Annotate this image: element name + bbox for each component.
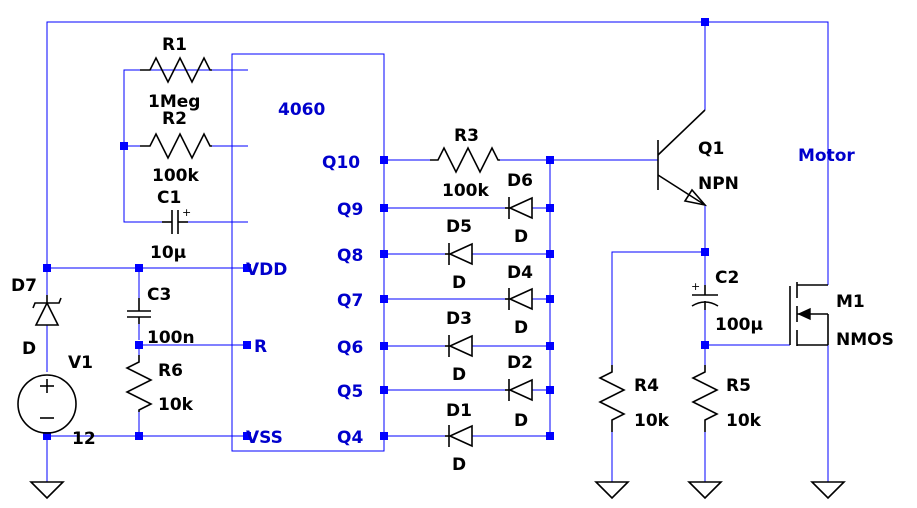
- svg-text:R6: R6: [158, 361, 183, 381]
- svg-text:NPN: NPN: [698, 174, 739, 194]
- capacitor-c1: + C1 10µ: [150, 188, 191, 263]
- capacitor-c2: + C2 100µ: [691, 268, 763, 335]
- svg-text:10µ: 10µ: [150, 243, 186, 263]
- svg-text:NMOS: NMOS: [836, 330, 894, 350]
- ic-4060: 4060 VDD R VSS Q10 Q9 Q8 Q7 Q6 Q5 Q4: [231, 53, 385, 452]
- ic-name: 4060: [278, 100, 325, 120]
- svg-text:D: D: [514, 318, 528, 338]
- ground-r5: [688, 451, 722, 499]
- svg-text:R1: R1: [162, 35, 187, 55]
- svg-text:100k: 100k: [442, 181, 489, 201]
- pin-vss-label: VSS: [246, 428, 283, 448]
- svg-text:M1: M1: [836, 292, 865, 312]
- diode-d4: D4 D: [505, 263, 533, 338]
- zener-d7: D7 D: [11, 276, 62, 359]
- ground-v1: [30, 451, 64, 499]
- ground-m1: [811, 451, 845, 499]
- pin-q8-label: Q8: [337, 246, 363, 266]
- svg-text:D5: D5: [446, 217, 472, 237]
- pin-r-label: R: [254, 337, 267, 357]
- pin-q10-label: Q10: [322, 153, 360, 173]
- svg-text:10k: 10k: [726, 411, 762, 431]
- svg-text:D2: D2: [507, 353, 533, 373]
- svg-text:D7: D7: [11, 276, 37, 296]
- svg-text:10k: 10k: [634, 411, 670, 431]
- diode-d3: D3 D: [445, 309, 473, 385]
- resistor-r1: R1 1Meg: [140, 35, 212, 112]
- svg-text:R5: R5: [726, 376, 751, 396]
- diode-d2: D2 D: [505, 353, 533, 431]
- svg-text:R3: R3: [454, 126, 479, 146]
- diode-d5: D5 D: [445, 217, 473, 293]
- pin-q6-label: Q6: [337, 338, 363, 358]
- svg-text:D3: D3: [446, 309, 472, 329]
- svg-text:10k: 10k: [158, 395, 194, 415]
- svg-text:12: 12: [72, 429, 96, 449]
- svg-text:R4: R4: [634, 376, 659, 396]
- diode-d6: D6 D: [505, 171, 533, 247]
- capacitor-c3: C3 100n: [127, 285, 195, 348]
- svg-text:+: +: [182, 206, 191, 219]
- pin-q7-label: Q7: [337, 291, 363, 311]
- ground-r4: [595, 451, 629, 499]
- resistor-r2: R2 100k: [140, 109, 212, 186]
- pin-vdd-label: VDD: [246, 260, 287, 280]
- mosfet-m1: M1 NMOS: [789, 282, 894, 350]
- svg-text:V1: V1: [68, 353, 93, 373]
- svg-text:C1: C1: [157, 188, 181, 208]
- resistor-r4: R4 10k: [598, 365, 670, 432]
- voltage-source-v1: V1 12: [17, 353, 96, 449]
- svg-text:D: D: [452, 273, 466, 293]
- pin-q9-label: Q9: [337, 200, 363, 220]
- resistor-r6: R6 10k: [125, 355, 194, 415]
- svg-text:C3: C3: [147, 285, 171, 305]
- diode-d1: D1 D: [445, 401, 473, 475]
- svg-text:D6: D6: [507, 171, 533, 191]
- pin-q4-label: Q4: [337, 428, 363, 448]
- svg-text:Q1: Q1: [698, 139, 724, 159]
- ground-symbols: [30, 451, 845, 499]
- resistor-r5: R5 10k: [691, 365, 762, 432]
- svg-text:100k: 100k: [152, 166, 199, 186]
- svg-text:D4: D4: [507, 263, 533, 283]
- svg-text:C2: C2: [715, 268, 739, 288]
- net-label-motor: Motor: [798, 146, 855, 166]
- svg-text:+: +: [691, 280, 700, 293]
- resistor-r3: R3 100k: [430, 126, 500, 201]
- svg-text:100µ: 100µ: [715, 315, 763, 335]
- svg-text:1Meg: 1Meg: [148, 92, 200, 112]
- svg-text:D: D: [514, 411, 528, 431]
- transistor-q1: Q1 NPN: [657, 109, 739, 207]
- svg-text:D: D: [22, 339, 36, 359]
- svg-text:D: D: [452, 455, 466, 475]
- svg-text:100n: 100n: [147, 328, 195, 348]
- svg-text:D: D: [514, 227, 528, 247]
- pin-q5-label: Q5: [337, 382, 363, 402]
- svg-text:R2: R2: [162, 109, 187, 129]
- svg-text:D: D: [452, 365, 466, 385]
- svg-text:D1: D1: [446, 401, 472, 421]
